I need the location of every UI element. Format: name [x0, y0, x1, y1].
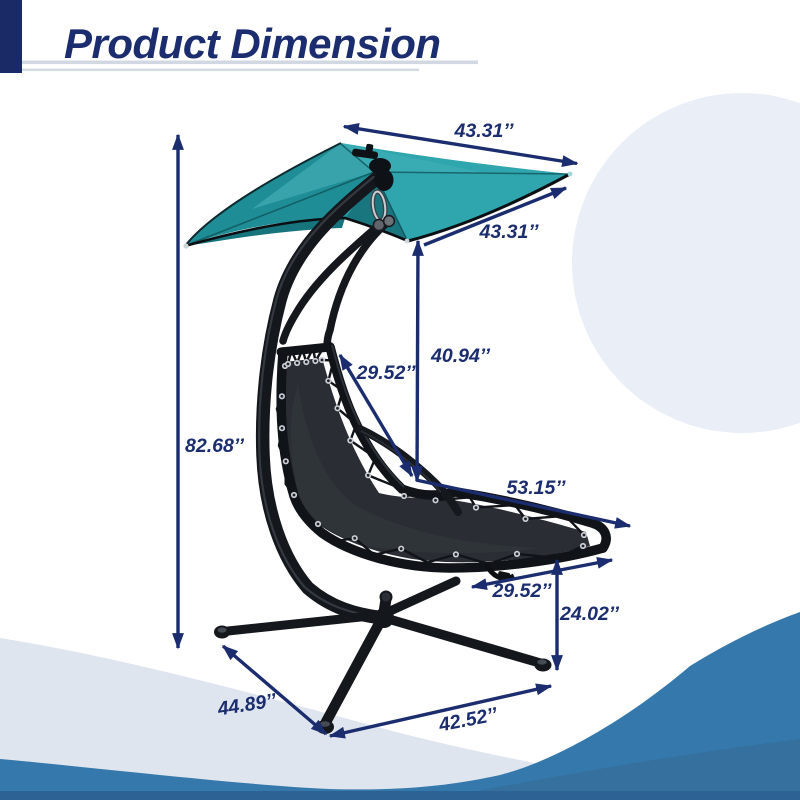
seat-grommet — [513, 550, 521, 558]
dim-label-seat-length: 53.15’’ — [507, 477, 566, 499]
base-leg-right — [387, 615, 545, 668]
dim-label-seat-width-top: 29.52’’ — [356, 362, 416, 384]
seat-grommet — [303, 358, 310, 366]
dimension-arrow-line — [423, 186, 568, 247]
seat-grommet — [365, 472, 372, 479]
stand-pole — [255, 171, 393, 625]
hanger-arm-knob-2 — [382, 214, 396, 228]
hanger-arm-tube-right — [323, 217, 393, 351]
base-leg-front — [320, 616, 386, 728]
seat — [275, 342, 611, 581]
canopy-tip-left — [183, 243, 189, 249]
seat-grommet — [398, 545, 405, 552]
seat-grommet — [452, 551, 459, 558]
background-wave-light — [0, 638, 800, 800]
base-leg-rear — [383, 576, 461, 617]
dim-seat-width-top: 29.52’’ — [338, 353, 416, 478]
seat-grommet — [351, 535, 358, 542]
seat-grommet — [580, 531, 588, 539]
canopy-back-trim — [184, 142, 342, 247]
seat-fabric-sheen — [290, 385, 540, 554]
background-wave-blue-dark — [430, 739, 800, 800]
seat-grommet — [318, 356, 326, 364]
seat-lacing-rope — [317, 523, 584, 566]
dim-canopy-to-seat: 40.94’’ — [411, 239, 490, 483]
seat-grommet — [294, 359, 301, 367]
page-title: Product Dimension — [64, 20, 441, 67]
seat-grommet — [290, 491, 298, 499]
seat-grommet — [314, 520, 322, 528]
background-circle — [572, 93, 800, 433]
seat-grommet — [284, 360, 292, 368]
base-leg-left — [223, 611, 375, 636]
seat-grommet — [334, 405, 341, 412]
dim-label-canopy-to-seat: 40.94’’ — [430, 345, 490, 367]
dimension-arrow-line — [470, 556, 614, 591]
dim-label-seat-height: 24.02’’ — [559, 603, 619, 625]
header: Product Dimension — [0, 0, 478, 73]
base-foot-front-cap — [320, 721, 330, 727]
seat-grommet — [432, 497, 439, 504]
base-hub-knob — [379, 590, 393, 604]
dim-seat-height: 24.02’’ — [551, 558, 619, 672]
seat-grommet — [312, 357, 319, 365]
dimension-arrow-line — [338, 353, 414, 478]
seat-grommet — [278, 425, 286, 432]
seat-grommet — [400, 492, 408, 500]
base-foot-right-cap — [537, 659, 547, 665]
seat-head-bar — [276, 342, 335, 357]
canopy-tip-right — [567, 171, 573, 177]
dim-base-leg: 44.89’’ — [215, 644, 328, 736]
seat-fabric — [281, 358, 590, 563]
dimension-arrow-line — [415, 478, 632, 529]
dim-canopy-top: 43.31’’ — [342, 120, 579, 168]
dim-canopy-side: 43.31’’ — [423, 186, 568, 247]
dimension-arrow-line — [221, 644, 328, 736]
seat-grommet — [522, 515, 529, 523]
title-underline-1 — [22, 60, 478, 65]
seat-grommet — [278, 393, 285, 400]
title-underline-2 — [22, 68, 419, 72]
hanger-arm-tube-left — [279, 221, 383, 345]
dimension-arrow-line — [342, 122, 579, 168]
seat-grommet — [579, 542, 587, 550]
dim-seat-width-bottom: 29.52’’ — [470, 556, 614, 602]
dimension-arrow-line — [411, 239, 424, 483]
base-foot-left-cap — [217, 627, 227, 633]
seat-grommet — [282, 458, 289, 465]
stand-pole-tube — [255, 171, 391, 625]
dim-base-width: 42.52’’ — [328, 683, 553, 739]
dim-label-overall-height: 82.68’’ — [185, 435, 244, 457]
canopy-tip-front — [404, 238, 410, 244]
seat-grommet — [347, 437, 354, 444]
background-decorations — [0, 93, 800, 800]
dim-label-seat-width-bottom: 29.52’’ — [492, 580, 552, 602]
header-corner-block — [0, 0, 22, 73]
background-bottom-strip — [0, 791, 800, 800]
dim-label-canopy-side: 43.31’’ — [479, 221, 539, 243]
canopy-front-trim — [407, 172, 571, 243]
dim-seat-length: 53.15’’ — [415, 477, 632, 529]
dimension-annotations: 43.31’’ 43.31’’ 40.94’’ 29.52’’ 82.68’’ … — [172, 120, 632, 739]
canopy-left-edge-shade — [185, 218, 345, 246]
background-wave-blue — [0, 612, 800, 800]
dim-label-canopy-top: 43.31’’ — [454, 120, 514, 142]
product-illustration — [183, 142, 611, 734]
dimension-arrow-line — [328, 683, 553, 739]
stand-pole-highlight — [258, 175, 382, 619]
dim-overall-height: 82.68’’ — [172, 133, 244, 650]
seat-grommet — [472, 504, 480, 511]
seat-grommet — [325, 377, 332, 384]
